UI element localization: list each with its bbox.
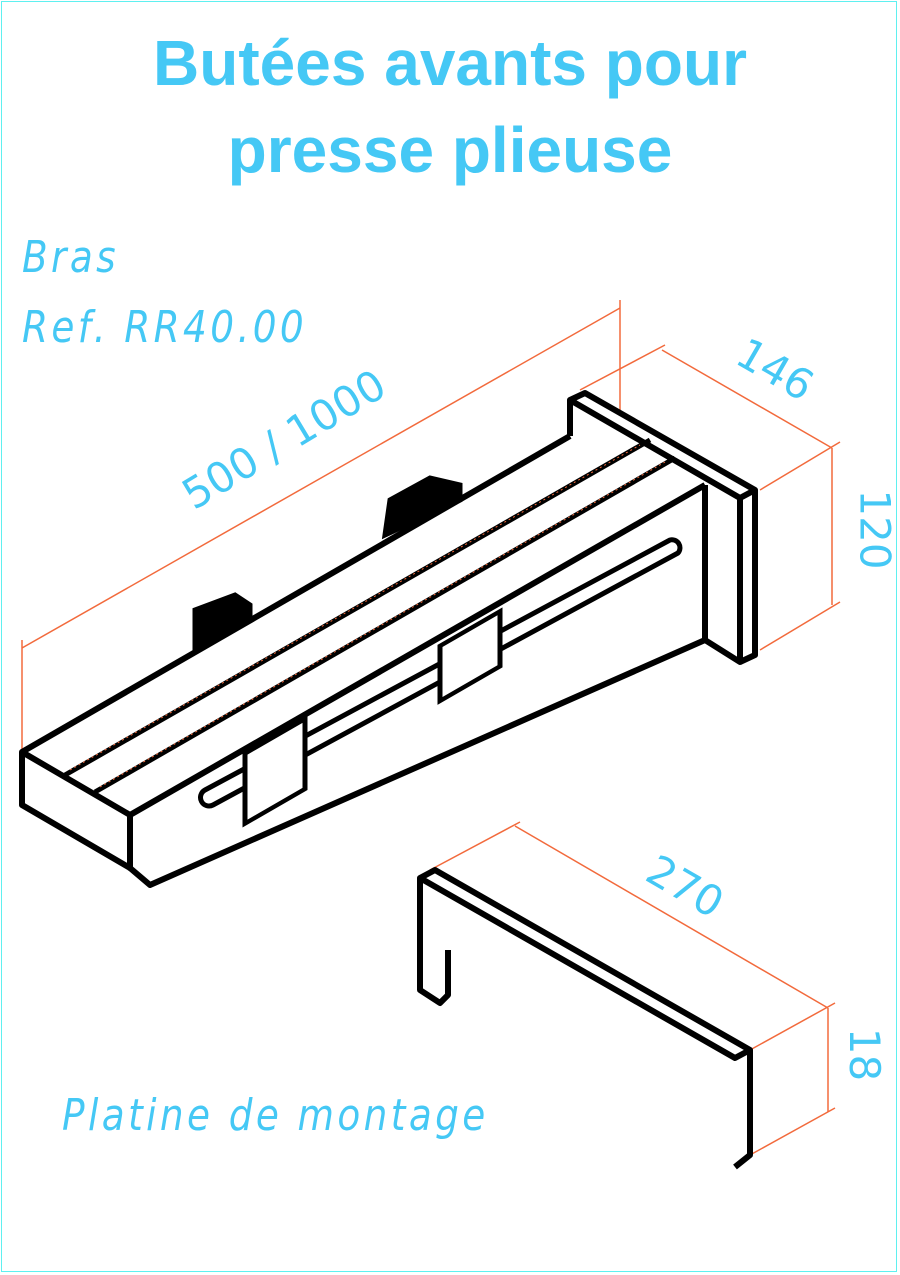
mounting-plate-outline (417, 867, 753, 1170)
arm-outline (19, 390, 758, 888)
dimension-lines (21, 300, 841, 1156)
arm-label: Bras (22, 232, 120, 283)
arm-reference: Ref. RR40.00 (22, 302, 308, 353)
dimension-height: 120 (850, 489, 900, 570)
dimension-plate-thickness: 18 (840, 1027, 890, 1082)
title-line-2: presse plieuse (227, 114, 673, 186)
plate-label: Platine de montage (62, 1090, 489, 1141)
title-line-1: Butées avants pour (153, 27, 747, 99)
stop-blocks (192, 475, 503, 828)
